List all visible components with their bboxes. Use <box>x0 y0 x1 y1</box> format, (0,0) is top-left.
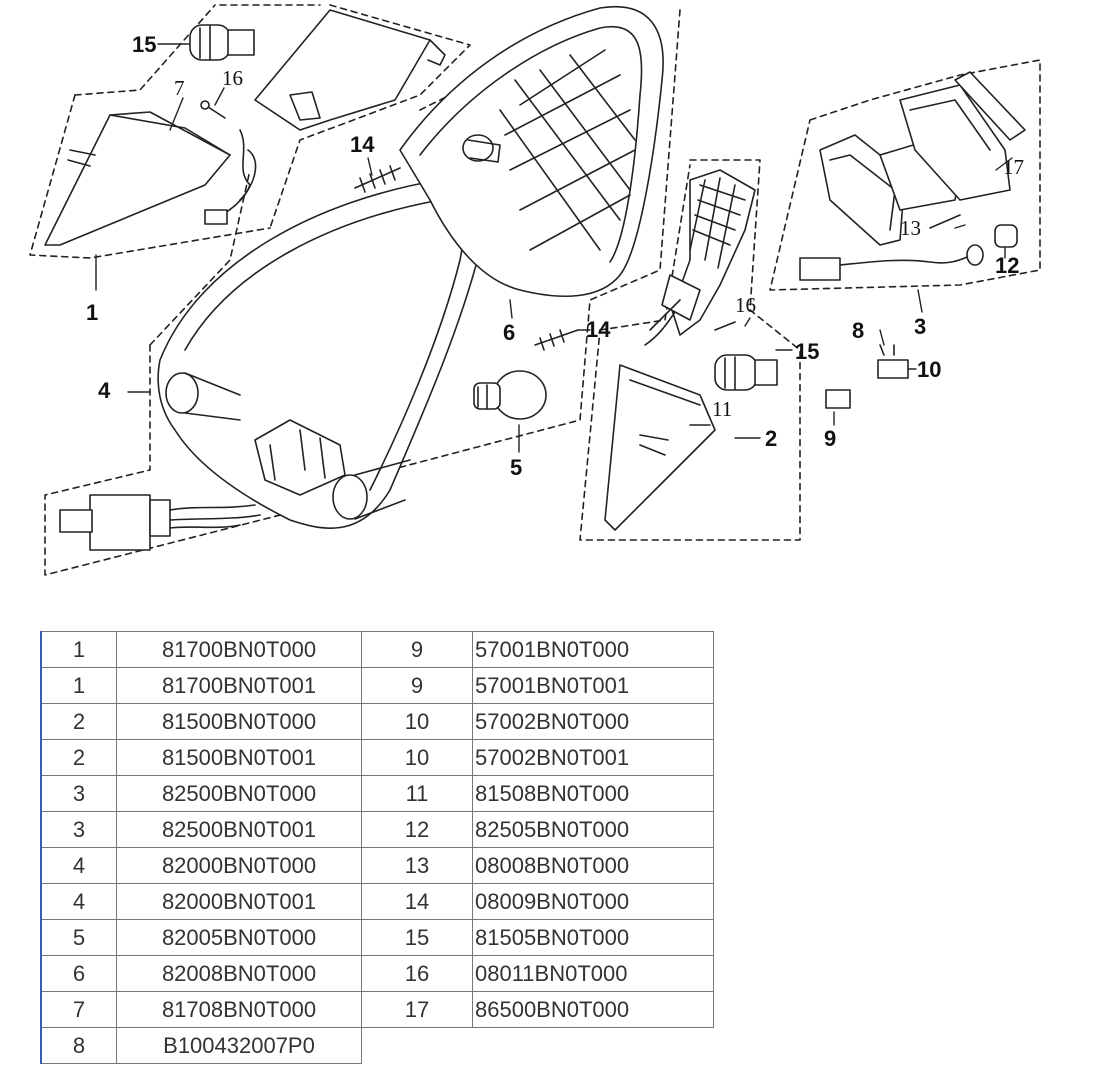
part-code-cell: 86500BN0T000 <box>472 991 714 1028</box>
part-code-cell: 82000BN0T001 <box>116 883 362 920</box>
callout-7: 7 <box>174 76 185 100</box>
ref-number-cell <box>362 1028 473 1064</box>
ref-number-cell: 10 <box>361 739 473 776</box>
ref-number-cell: 14 <box>361 883 473 920</box>
callout-6: 6 <box>503 320 515 345</box>
callout-16-left: 16 <box>222 66 243 90</box>
callout-16-right: 16 <box>735 293 756 317</box>
ref-number-cell: 16 <box>361 955 473 992</box>
callout-leader-lines <box>95 43 1013 453</box>
ref-number-cell: 2 <box>40 739 117 776</box>
part-code-cell: 82500BN0T000 <box>116 775 362 812</box>
ref-number-cell: 3 <box>40 775 117 812</box>
callout-9: 9 <box>824 426 836 451</box>
ref-number-cell: 5 <box>40 919 117 956</box>
part-code-cell: 81500BN0T000 <box>116 703 362 740</box>
ref-number-cell: 1 <box>40 667 117 704</box>
part-code-cell: 81700BN0T000 <box>116 631 362 668</box>
part-code-cell: 82505BN0T000 <box>472 811 714 848</box>
part-code-cell: 82500BN0T001 <box>116 811 362 848</box>
part-code-cell: 82000BN0T000 <box>116 847 362 884</box>
callout-8: 8 <box>852 318 864 343</box>
part-code-cell: 82008BN0T000 <box>116 955 362 992</box>
callout-10: 10 <box>917 357 941 382</box>
ref-number-cell: 11 <box>361 775 473 812</box>
callout-labels: 1 2 3 4 5 6 7 8 9 10 11 12 13 14 14 15 1… <box>86 32 1024 480</box>
part-code-cell: 57002BN0T001 <box>472 739 714 776</box>
callout-13: 13 <box>900 216 921 240</box>
turn-signal-assembly-right <box>579 159 801 541</box>
part-code-cell: 82005BN0T000 <box>116 919 362 956</box>
ref-number-cell: 10 <box>361 703 473 740</box>
part-code-cell: 81505BN0T000 <box>472 919 714 956</box>
part-code-cell: 57001BN0T001 <box>472 667 714 704</box>
headlight-assembly <box>44 5 681 576</box>
ref-number-cell: 9 <box>361 631 473 668</box>
part-code-cell: 81700BN0T001 <box>116 667 362 704</box>
callout-17: 17 <box>1003 155 1024 179</box>
part-code-cell: 81508BN0T000 <box>472 775 714 812</box>
ref-number-cell: 4 <box>40 847 117 884</box>
callout-3: 3 <box>914 314 926 339</box>
ref-number-cell: 12 <box>361 811 473 848</box>
ref-number-cell: 4 <box>40 883 117 920</box>
part-code-cell: 57002BN0T000 <box>472 703 714 740</box>
callout-11: 11 <box>712 397 732 421</box>
ref-number-cell: 8 <box>40 1027 117 1064</box>
ref-number-cell: 1 <box>40 631 117 668</box>
callout-15-right: 15 <box>795 339 819 364</box>
part-code-cell: 08009BN0T000 <box>472 883 714 920</box>
ref-number-cell: 6 <box>40 955 117 992</box>
part-code-cell: 08011BN0T000 <box>472 955 714 992</box>
callout-12: 12 <box>995 253 1019 278</box>
ref-number-cell: 2 <box>40 703 117 740</box>
callout-14-center: 14 <box>586 317 611 342</box>
part-code-cell: B100432007P0 <box>116 1027 362 1064</box>
callout-1: 1 <box>86 300 98 325</box>
exploded-parts-diagram: 1 2 3 4 5 6 7 8 9 10 11 12 13 14 14 15 1… <box>29 4 1041 576</box>
ref-number-cell: 13 <box>361 847 473 884</box>
part-code-cell <box>473 1028 714 1064</box>
ref-number-cell: 3 <box>40 811 117 848</box>
ref-number-cell: 17 <box>361 991 473 1028</box>
callout-15-left: 15 <box>132 32 156 57</box>
callout-5: 5 <box>510 455 522 480</box>
ref-number-cell: 7 <box>40 991 117 1028</box>
part-code-cell: 57001BN0T000 <box>472 631 714 668</box>
tail-light-assembly <box>769 59 1041 409</box>
part-code-cell: 81500BN0T001 <box>116 739 362 776</box>
part-code-cell: 08008BN0T000 <box>472 847 714 884</box>
part-code-cell: 81708BN0T000 <box>116 991 362 1028</box>
callout-14-left: 14 <box>350 132 375 157</box>
turn-signal-assembly-left <box>29 4 471 259</box>
ref-number-cell: 15 <box>361 919 473 956</box>
ref-number-cell: 9 <box>361 667 473 704</box>
callout-4: 4 <box>98 378 111 403</box>
callout-2: 2 <box>765 426 777 451</box>
